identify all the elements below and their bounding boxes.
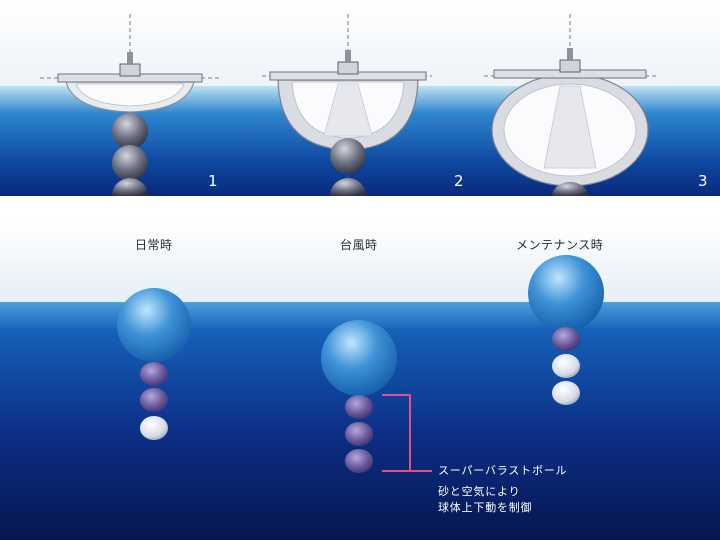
typhoon-float-sphere	[321, 320, 397, 396]
stage-number-3: 3	[698, 174, 708, 189]
bottom-sky	[0, 220, 720, 302]
normal-ballast-ball-2	[140, 388, 168, 412]
normal-ballast-ball-1	[140, 362, 168, 386]
normal-air-ball	[140, 416, 168, 440]
typhoon-ballast-ball-3	[345, 449, 373, 473]
maintenance-float-sphere	[528, 255, 604, 331]
annotation-line-2: 球体上下動を制御	[438, 502, 532, 513]
normal-state-label: 日常時	[135, 239, 173, 251]
typhoon-state-label: 台風時	[340, 239, 378, 251]
panel-divider	[0, 196, 720, 220]
stage-2-ball-1	[330, 138, 366, 174]
annotation-line-1: 砂と空気により	[438, 486, 520, 497]
maintenance-ballast-ball	[552, 327, 580, 351]
normal-float-sphere	[117, 288, 191, 362]
stage-1-ball-1	[112, 113, 148, 149]
stage-1-ball-2	[112, 145, 148, 181]
stage-number-1: 1	[208, 174, 218, 189]
maintenance-air-ball-1	[552, 354, 580, 378]
typhoon-ballast-ball-1	[345, 395, 373, 419]
typhoon-ballast-ball-2	[345, 422, 373, 446]
maintenance-air-ball-2	[552, 381, 580, 405]
maintenance-state-label: メンテナンス時	[516, 239, 603, 251]
stage-number-2: 2	[454, 174, 464, 189]
annotation-title: スーパーバラストボール	[438, 465, 567, 476]
